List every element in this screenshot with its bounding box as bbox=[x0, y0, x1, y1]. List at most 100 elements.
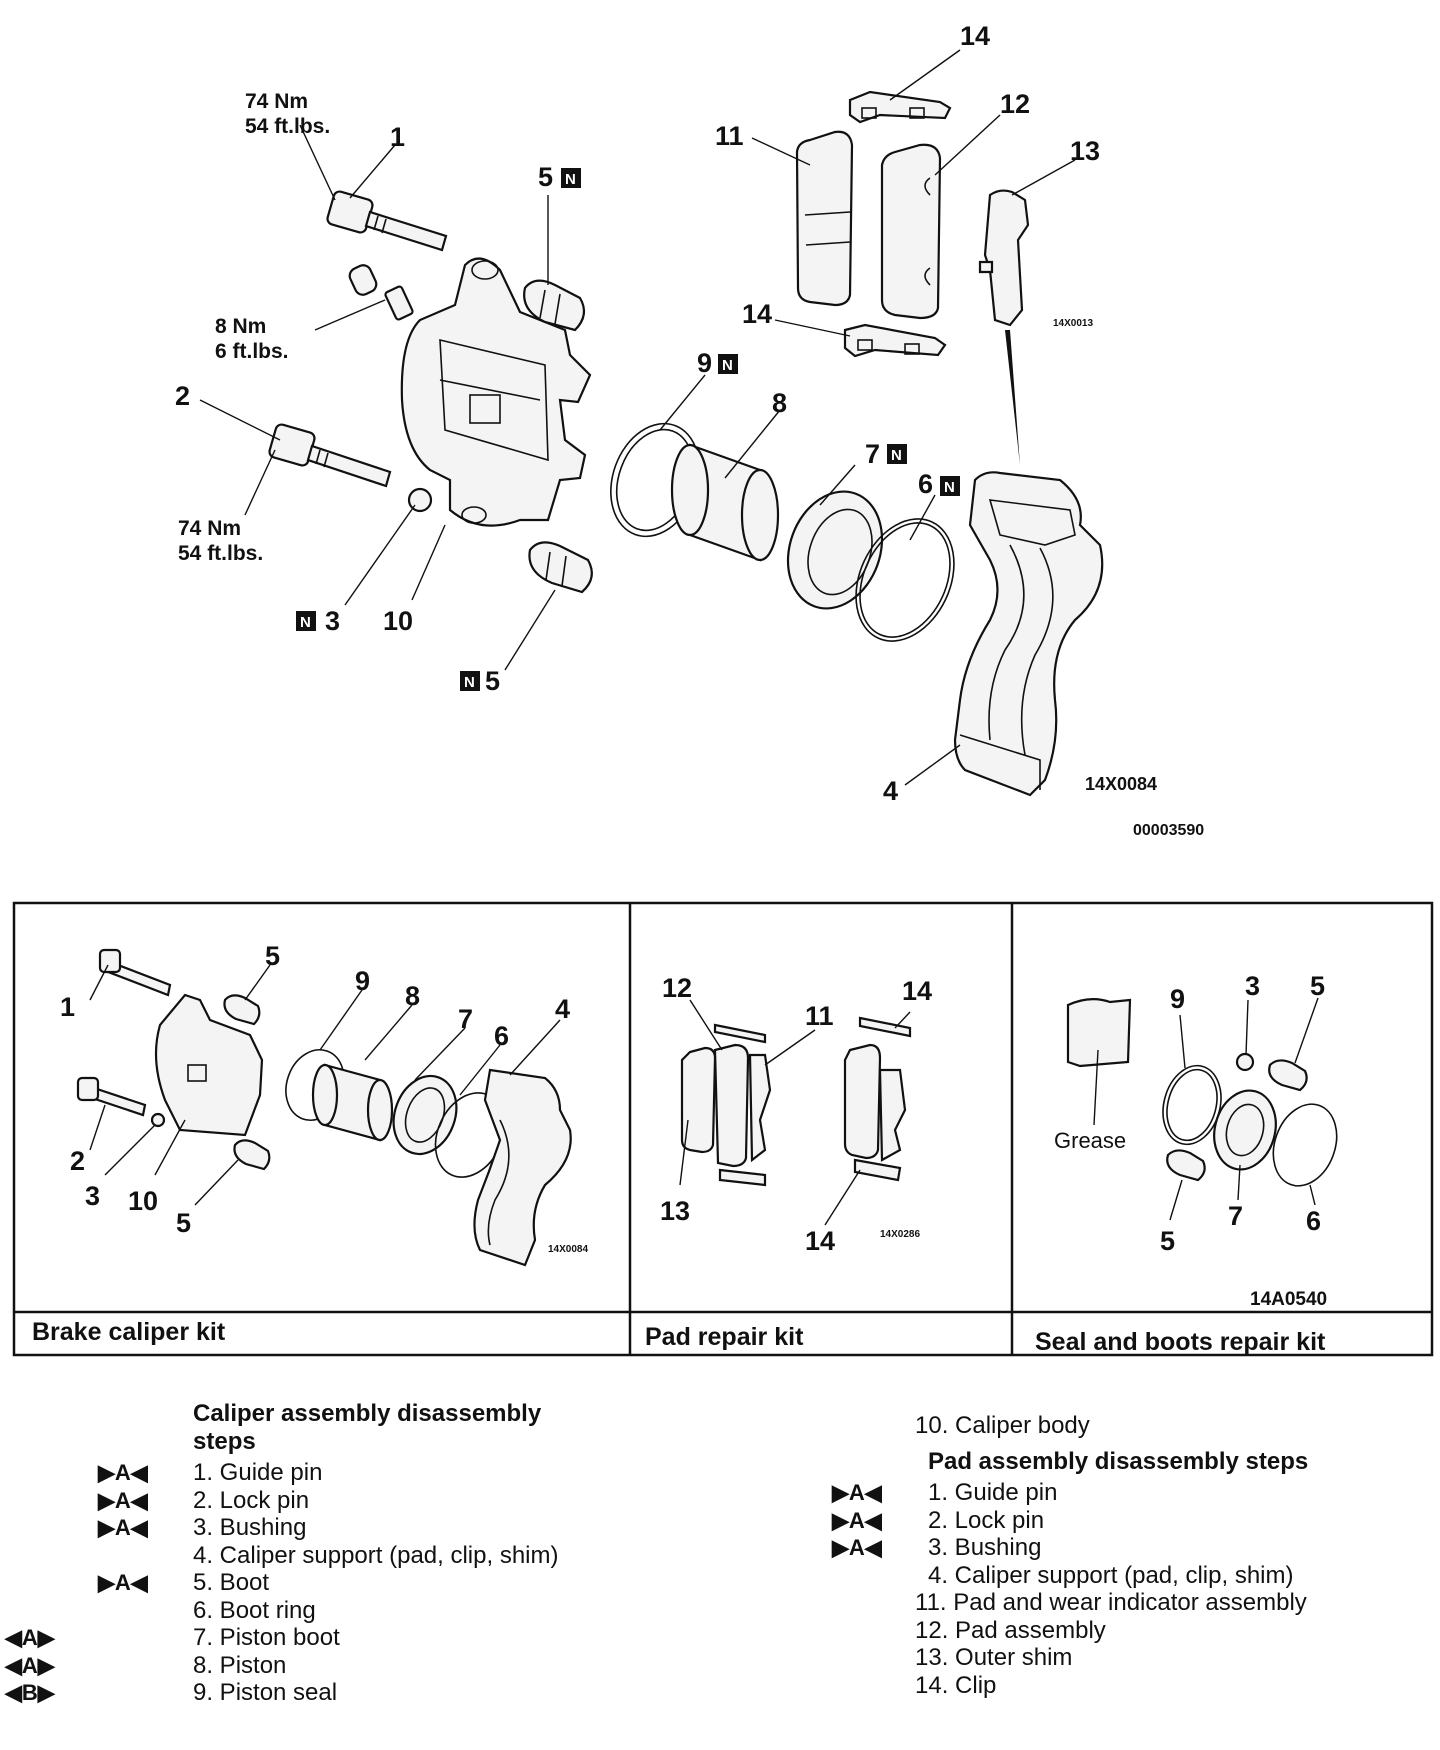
caliper-step-5: ▶A◀5. Boot bbox=[98, 1569, 270, 1596]
torque-guide-nm: 74 Nm bbox=[245, 90, 308, 113]
caliper-step-10: 10. Caliper body bbox=[915, 1412, 1090, 1439]
pad-step-3: ▶A◀3. Bushing bbox=[832, 1534, 1042, 1561]
kit3-leaders bbox=[1169, 997, 1319, 1221]
kit1-code: 14X0084 bbox=[548, 1244, 588, 1255]
piston bbox=[670, 443, 780, 562]
lock-pin bbox=[268, 423, 392, 488]
kit1-callout-10: 10 bbox=[128, 1186, 158, 1216]
callout-5-top: 5 bbox=[538, 162, 553, 192]
kit3-code: 14A0540 bbox=[1250, 1289, 1327, 1310]
callout-7: 7 bbox=[865, 439, 880, 469]
kit1-callout-5-bottom: 5 bbox=[176, 1208, 191, 1238]
ref-code-pads: 14X0013 bbox=[1053, 318, 1093, 329]
kit1-callout-8: 8 bbox=[405, 981, 420, 1011]
kit3-callout-3: 3 bbox=[1245, 971, 1260, 1001]
caliper-steps-heading-line1: Caliper assembly disassembly bbox=[193, 1400, 542, 1427]
pad-step-11: 11. Pad and wear indicator assembly bbox=[915, 1589, 1307, 1616]
pad-step-14: 14. Clip bbox=[915, 1671, 997, 1699]
kit3-label: Seal and boots repair kit bbox=[1035, 1328, 1326, 1356]
svg-text:N: N bbox=[464, 674, 475, 691]
caliper-support bbox=[953, 471, 1104, 797]
pad-steps-heading: Pad assembly disassembly steps bbox=[928, 1447, 1309, 1475]
caliper-step-6: 6. Boot ring bbox=[193, 1596, 316, 1624]
kit2-leaders bbox=[679, 999, 911, 1226]
piston-boot bbox=[786, 490, 884, 610]
svg-text:N: N bbox=[565, 171, 576, 188]
boot-upper bbox=[523, 279, 586, 332]
caliper-steps-heading-line2: steps bbox=[193, 1427, 256, 1455]
callout-12: 12 bbox=[1000, 89, 1030, 119]
clip-lower bbox=[843, 323, 947, 358]
assembly-arrow bbox=[1005, 330, 1020, 465]
clip-upper bbox=[848, 90, 952, 124]
torque-lock-nm: 74 Nm bbox=[178, 517, 241, 540]
bleeder-screw bbox=[348, 264, 414, 321]
pad-steps: 10. Caliper body Pad assembly disassembl… bbox=[820, 1412, 1420, 1699]
kit-table bbox=[12, 901, 1434, 1357]
torque-lock-ftlbs: 54 ft.lbs. bbox=[178, 542, 263, 565]
kit3-callout-5-top: 5 bbox=[1310, 971, 1325, 1001]
callout-14-top: 14 bbox=[960, 21, 990, 51]
svg-text:N: N bbox=[300, 614, 311, 631]
svg-text:N: N bbox=[722, 357, 733, 374]
kit2-callout-14-top: 14 bbox=[902, 976, 932, 1006]
pad-step-4: 4. Caliper support (pad, clip, shim) bbox=[928, 1561, 1294, 1589]
pad-outer bbox=[880, 143, 942, 320]
callout-5-bottom: 5 bbox=[485, 666, 500, 696]
torque-bleeder-nm: 8 Nm bbox=[215, 315, 266, 338]
callout-4: 4 bbox=[883, 776, 898, 806]
svg-text:N: N bbox=[891, 447, 902, 464]
pad-step-12: 12. Pad assembly bbox=[915, 1616, 1106, 1644]
ref-code-support: 14X0084 bbox=[1085, 774, 1157, 794]
kit1-callout-9: 9 bbox=[355, 966, 370, 996]
kit1-callout-7: 7 bbox=[458, 1004, 473, 1034]
kit2-callout-11: 11 bbox=[805, 1001, 834, 1031]
kit2-drawing bbox=[680, 1016, 912, 1187]
kit1-callout-6: 6 bbox=[494, 1021, 509, 1051]
kit1-callout-4: 4 bbox=[555, 994, 570, 1024]
caliper-step-2: ▶A◀2. Lock pin bbox=[98, 1486, 310, 1514]
caliper-step-7: ◀A▶7. Piston boot bbox=[5, 1624, 340, 1651]
kit1-callout-1: 1 bbox=[60, 992, 75, 1022]
caliper-step-8: ◀A▶8. Piston bbox=[5, 1651, 287, 1679]
kit1-leaders bbox=[89, 964, 561, 1206]
kit3-callout-5-bottom: 5 bbox=[1160, 1226, 1175, 1256]
callout-1: 1 bbox=[390, 122, 405, 152]
grease-packet-icon bbox=[1066, 998, 1132, 1068]
callout-2: 2 bbox=[175, 381, 190, 411]
kit1-callout-5-top: 5 bbox=[265, 941, 280, 971]
callout-3: 3 bbox=[325, 606, 340, 636]
torque-guide-ftlbs: 54 ft.lbs. bbox=[245, 115, 330, 138]
new-part-markers: N N N N N N bbox=[296, 168, 960, 691]
kit1-label: Brake caliper kit bbox=[32, 1318, 226, 1346]
torque-bleeder-ftlbs: 6 ft.lbs. bbox=[215, 340, 289, 363]
kit1-callout-2: 2 bbox=[70, 1146, 85, 1176]
boot-lower bbox=[528, 541, 593, 594]
ref-code-figure: 00003590 bbox=[1133, 822, 1204, 839]
pad-inner bbox=[795, 130, 854, 307]
caliper-step-1: ▶A◀1. Guide pin bbox=[98, 1459, 323, 1486]
callout-10: 10 bbox=[383, 606, 413, 636]
caliper-body bbox=[400, 257, 592, 527]
kit2-callout-12: 12 bbox=[662, 973, 692, 1003]
grease-label: Grease bbox=[1054, 1128, 1126, 1153]
caliper-step-3: ▶A◀3. Bushing bbox=[98, 1514, 307, 1541]
kit1-callout-3: 3 bbox=[85, 1181, 100, 1211]
callout-11: 11 bbox=[715, 121, 744, 151]
svg-text:N: N bbox=[944, 479, 955, 496]
callout-14-mid: 14 bbox=[742, 299, 772, 329]
callout-6: 6 bbox=[918, 469, 933, 499]
kit3-drawing bbox=[1066, 998, 1338, 1187]
kit3-callout-6: 6 bbox=[1306, 1206, 1321, 1236]
kit2-code: 14X0286 bbox=[880, 1229, 920, 1240]
caliper-step-4: 4. Caliper support (pad, clip, shim) bbox=[193, 1541, 559, 1569]
caliper-step-9: ◀B▶9. Piston seal bbox=[5, 1679, 338, 1706]
boot-ring bbox=[855, 518, 955, 642]
caliper-steps: Caliper assembly disassembly steps ▶A◀1.… bbox=[0, 1400, 720, 1707]
pad-step-13: 13. Outer shim bbox=[915, 1644, 1073, 1671]
pad-step-2: ▶A◀2. Lock pin bbox=[832, 1506, 1045, 1534]
leader-lines bbox=[199, 49, 1076, 786]
kit2-callout-14-bottom: 14 bbox=[805, 1226, 835, 1256]
kit2-label: Pad repair kit bbox=[645, 1323, 804, 1351]
